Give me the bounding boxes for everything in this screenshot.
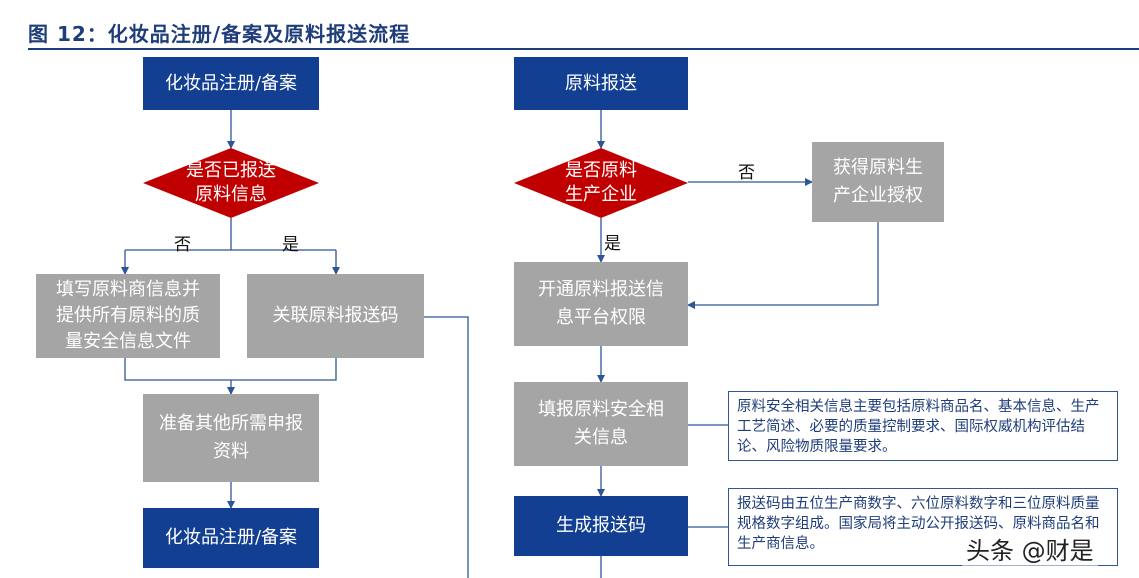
decision-producer-diamond: [514, 148, 688, 218]
edge-link-to-right: [424, 316, 469, 578]
edge-merge: [124, 358, 337, 394]
title-divider: [28, 48, 1139, 50]
right-yes-label: 是: [604, 234, 621, 254]
figure-title: 图 12：化妆品注册/备案及原料报送流程: [28, 22, 411, 46]
cosmetic-registration-bottom: 化妆品注册/备案: [143, 508, 319, 568]
fill-supplier-info-box: 填写原料商信息并 提供所有原料的质 量安全信息文件: [36, 274, 220, 358]
obtain-authorization-box: 获得原料生 产企业授权: [812, 142, 944, 222]
edge-auth-to-open: [687, 222, 879, 309]
edge-decision-split: [125, 218, 336, 251]
generate-code-box: 生成报送码: [514, 496, 688, 556]
raw-material-report-box: 原料报送: [514, 57, 688, 110]
decision-reported-label: 是否已报送 原料信息: [186, 160, 276, 205]
decision-producer-label: 是否原料 生产企业: [565, 160, 637, 205]
left-yes-label: 是: [282, 235, 299, 255]
fill-safety-info-box: 填报原料安全相 关信息: [514, 382, 688, 466]
link-report-code-box: 关联原料报送码: [247, 274, 424, 358]
watermark-text: 头条 @财是: [962, 531, 1098, 566]
prepare-documents-box: 准备其他所需申报 资料: [143, 394, 319, 482]
open-platform-access-box: 开通原料报送信 息平台权限: [514, 262, 688, 346]
right-no-label: 否: [738, 163, 755, 183]
cosmetic-registration-top: 化妆品注册/备案: [143, 57, 319, 110]
safety-info-note: 原料安全相关信息主要包括原料商品名、基本信息、生产工艺简述、必要的质量控制要求、…: [728, 391, 1118, 461]
decision-reported-diamond: [143, 148, 319, 218]
left-no-label: 否: [174, 235, 191, 255]
